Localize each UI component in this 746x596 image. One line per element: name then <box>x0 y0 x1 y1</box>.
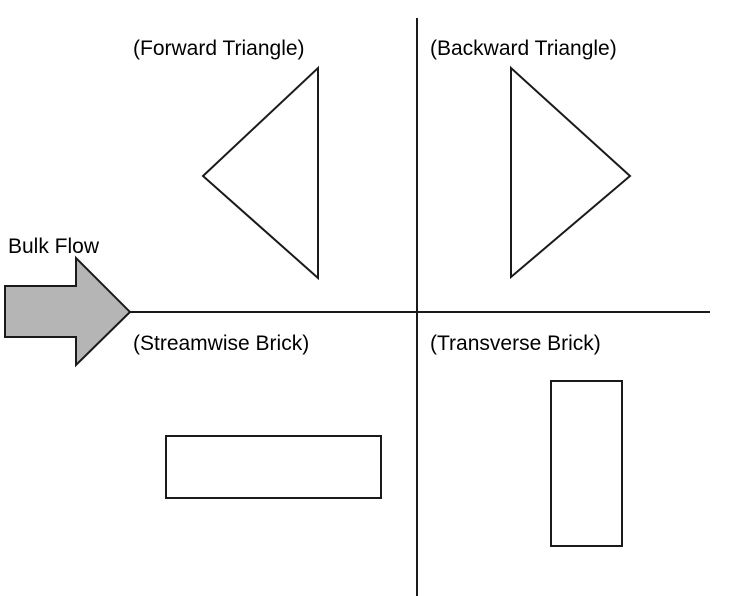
streamwise-brick-shape <box>165 435 382 499</box>
transverse-brick-label: (Transverse Brick) <box>430 332 601 355</box>
forward-triangle-label: (Forward Triangle) <box>133 37 305 60</box>
transverse-brick-shape <box>550 380 623 547</box>
forward-triangle-shape <box>201 65 319 281</box>
streamwise-brick-label: (Streamwise Brick) <box>133 332 310 355</box>
backward-triangle-label: (Backward Triangle) <box>430 37 617 60</box>
bulk-flow-label: Bulk Flow <box>8 235 100 258</box>
bulk-flow-arrow-icon <box>4 255 132 368</box>
backward-triangle-shape <box>510 65 632 280</box>
